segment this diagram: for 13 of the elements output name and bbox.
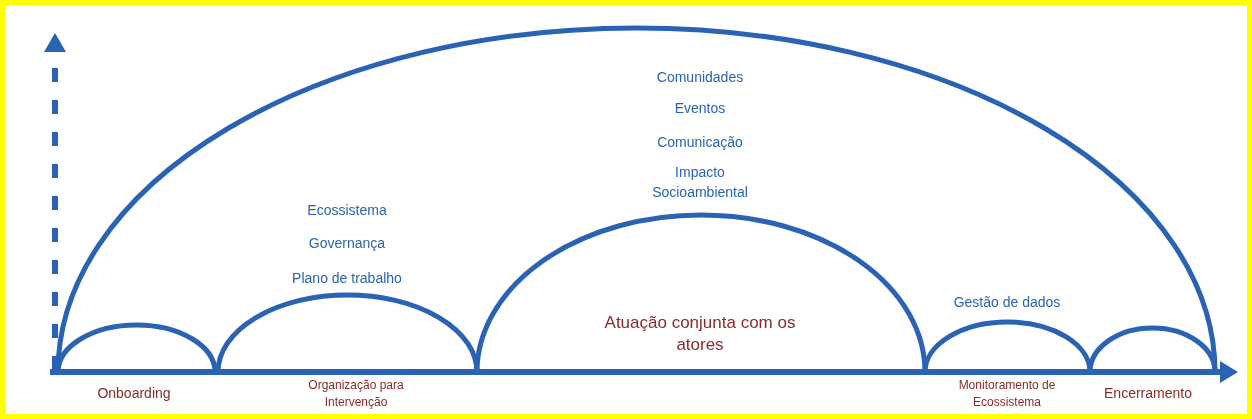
activity-label: Gestão de dados [952,292,1062,312]
activity-label: Eventos [673,98,727,118]
phase-label: Organização para Intervenção [307,377,405,411]
activity-label: Comunidades [655,67,745,87]
activity-label: Plano de trabalho [291,268,403,288]
phase-label: Atuação conjunta com os atores [603,312,797,356]
phase-label: Monitoramento de Ecossistema [957,377,1057,411]
activity-label: Comunicação [656,132,744,152]
activity-label: Governança [307,233,387,253]
activity-label: Impacto Socioambiental [651,163,749,202]
phase-label: Onboarding [96,383,172,403]
phase-label: Encerramento [1103,383,1193,403]
activity-label: Ecossistema [306,200,388,220]
